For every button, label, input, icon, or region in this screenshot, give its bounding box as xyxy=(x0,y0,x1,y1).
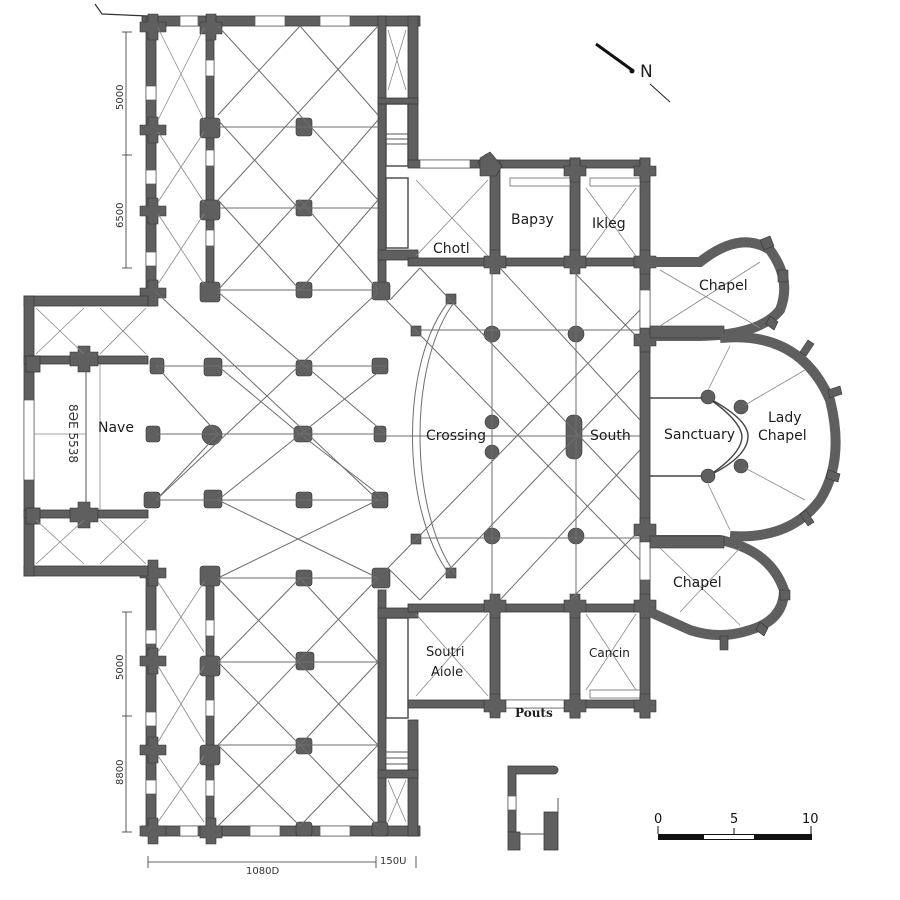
room-label-choir: Chotl xyxy=(433,241,470,257)
stair-rooms xyxy=(377,97,419,779)
dimension-left-upper-2: 6500 xyxy=(115,202,126,228)
windows xyxy=(145,15,351,837)
dimension-lines xyxy=(122,31,417,868)
north-arrow-icon xyxy=(595,42,671,103)
crossing-vault-ribs xyxy=(385,267,641,601)
choir-room-ribs xyxy=(415,179,637,697)
crossing-walls xyxy=(407,151,657,719)
room-label-south-chapel: Chapel xyxy=(673,575,722,591)
room-label-south: South xyxy=(590,428,631,444)
room-label-north-chapel: Chapel xyxy=(699,278,748,294)
room-label-lady-chapel-2: Chapel xyxy=(758,428,807,444)
room-label-pouts: Pouts xyxy=(515,706,553,720)
room-label-lady-chapel-1: Lady xyxy=(768,410,802,426)
scale-tick-5: 5 xyxy=(730,812,739,827)
dimension-left-upper-1: 5000 xyxy=(115,84,126,110)
room-label-crossing: Crossing xyxy=(426,428,487,444)
scale-tick-0: 0 xyxy=(654,812,663,827)
scale-bar xyxy=(657,826,812,840)
west-transept xyxy=(23,295,149,577)
north-label: N xyxy=(640,62,653,82)
detached-structure xyxy=(507,765,559,851)
dimension-left-lower-1: 5000 xyxy=(115,654,126,680)
south-chapel xyxy=(647,535,791,651)
dimension-left-lower-2: 8800 xyxy=(115,759,126,785)
scale-tick-10: 10 xyxy=(802,812,819,827)
room-label-kleg: Ikleg xyxy=(592,216,626,232)
room-label-nave: Nave xyxy=(98,420,134,436)
north-chapel xyxy=(649,235,790,341)
room-label-south-aisle-2: Aiole xyxy=(431,665,464,680)
room-label-cancin: Cancin xyxy=(589,646,630,660)
room-label-sanctuary: Sanctuary xyxy=(664,427,736,443)
lady-chapel xyxy=(650,332,843,542)
room-label-south-aisle-1: Soutri xyxy=(426,645,465,660)
aisle-piers xyxy=(139,13,223,845)
room-label-bapby: Bapзy xyxy=(511,212,554,228)
nave-inscription: 8ƏE 5538 xyxy=(66,404,80,464)
aisle-vaults xyxy=(157,27,407,823)
dimension-bottom-right: 150U xyxy=(380,856,407,867)
nave-vault-ribs xyxy=(155,25,387,827)
dimension-bottom-main: 1080D xyxy=(246,866,280,877)
